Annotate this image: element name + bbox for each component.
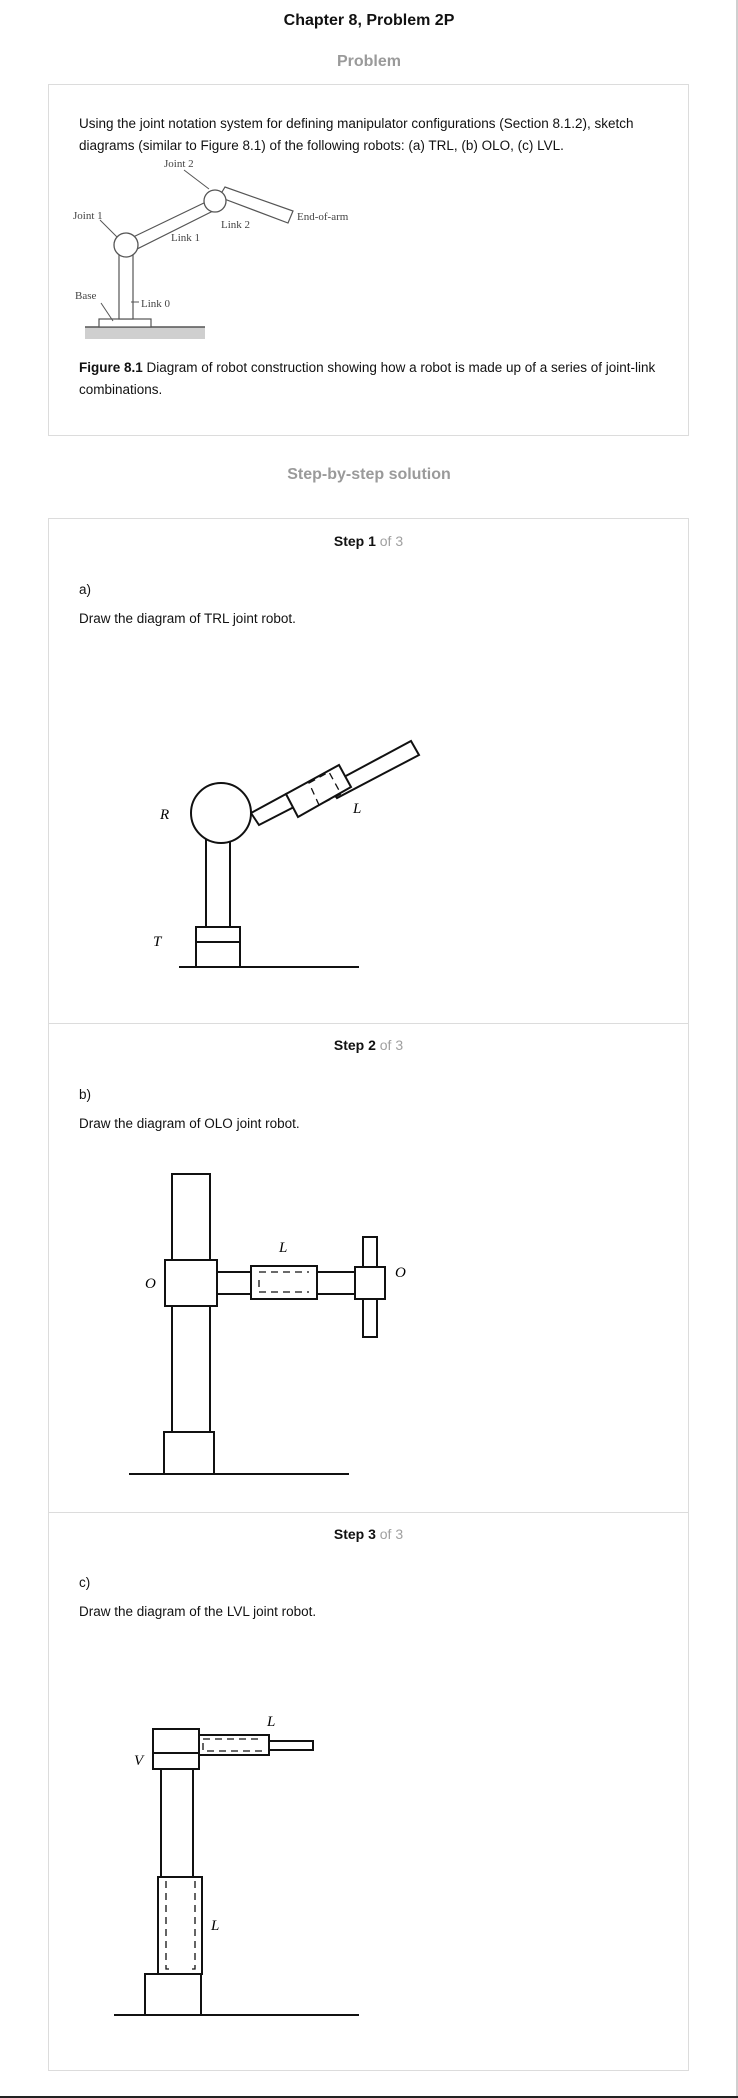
step-divider-1 xyxy=(49,1023,688,1024)
step-3-label: Step 3 xyxy=(333,1526,376,1542)
step-1-of: of 3 xyxy=(375,533,404,549)
figure-caption-label: Figure 8.1 xyxy=(79,360,143,375)
page-bottom-border xyxy=(0,2096,738,2098)
lvl-v-label: V xyxy=(134,1753,145,1769)
step-2-part: b) xyxy=(79,1087,92,1102)
olo-o-left-label: O xyxy=(145,1276,156,1292)
step-1-part: a) xyxy=(79,582,92,597)
step-2-of: of 3 xyxy=(375,1037,404,1053)
link0-label: Link 0 xyxy=(141,298,171,310)
solution-heading: Step-by-step solution xyxy=(287,466,451,483)
figure-caption: Figure 8.1 Diagram of robot construction… xyxy=(79,357,669,401)
page-title: Chapter 8, Problem 2P xyxy=(283,12,455,29)
trl-l-label: L xyxy=(352,801,361,817)
trl-r-label: R xyxy=(159,807,169,823)
problem-card: Using the joint notation system for defi… xyxy=(48,84,689,436)
lvl-l-side-label: L xyxy=(210,1918,219,1934)
step-1-label: Step 1 xyxy=(333,533,376,549)
link2-label: Link 2 xyxy=(221,219,250,231)
step-3-title: Step 3 of 3 xyxy=(49,1526,688,1542)
joint1-label: Joint 1 xyxy=(73,210,103,222)
olo-robot-diagram: O L O xyxy=(129,1173,406,1475)
joint2-label: Joint 2 xyxy=(164,158,194,170)
problem-text: Using the joint notation system for defi… xyxy=(79,116,634,153)
lvl-robot-diagram: L V L xyxy=(114,1714,359,2016)
step-2-text: Draw the diagram of OLO joint robot. xyxy=(79,1116,300,1131)
figure-caption-text: Diagram of robot construction showing ho… xyxy=(79,360,656,397)
step-divider-2 xyxy=(49,1512,688,1513)
step-1-text: Draw the diagram of TRL joint robot. xyxy=(79,611,296,626)
figure-8-1-diagram: Joint 2 Joint 1 Link 1 Link 2 End-of-arm… xyxy=(73,158,349,339)
base-label: Base xyxy=(75,290,97,302)
olo-l-label: L xyxy=(278,1240,287,1256)
step-1-title: Step 1 of 3 xyxy=(49,533,688,549)
step-3-part: c) xyxy=(79,1575,91,1590)
link1-label: Link 1 xyxy=(171,232,200,244)
trl-t-label: T xyxy=(153,934,163,950)
lvl-l-top-label: L xyxy=(266,1714,275,1730)
step-2-title: Step 2 of 3 xyxy=(49,1037,688,1053)
page-right-border xyxy=(736,0,738,2098)
step-3-of: of 3 xyxy=(375,1526,404,1542)
trl-robot-diagram: R L T xyxy=(153,739,421,968)
solution-card: Step 1 of 3 a) Draw the diagram of TRL j… xyxy=(48,518,689,2071)
olo-o-right-label: O xyxy=(395,1265,406,1281)
end-of-arm-label: End-of-arm xyxy=(297,211,349,223)
step-2-label: Step 2 xyxy=(333,1037,376,1053)
problem-heading: Problem xyxy=(336,53,401,70)
step-3-text: Draw the diagram of the LVL joint robot. xyxy=(79,1604,317,1619)
